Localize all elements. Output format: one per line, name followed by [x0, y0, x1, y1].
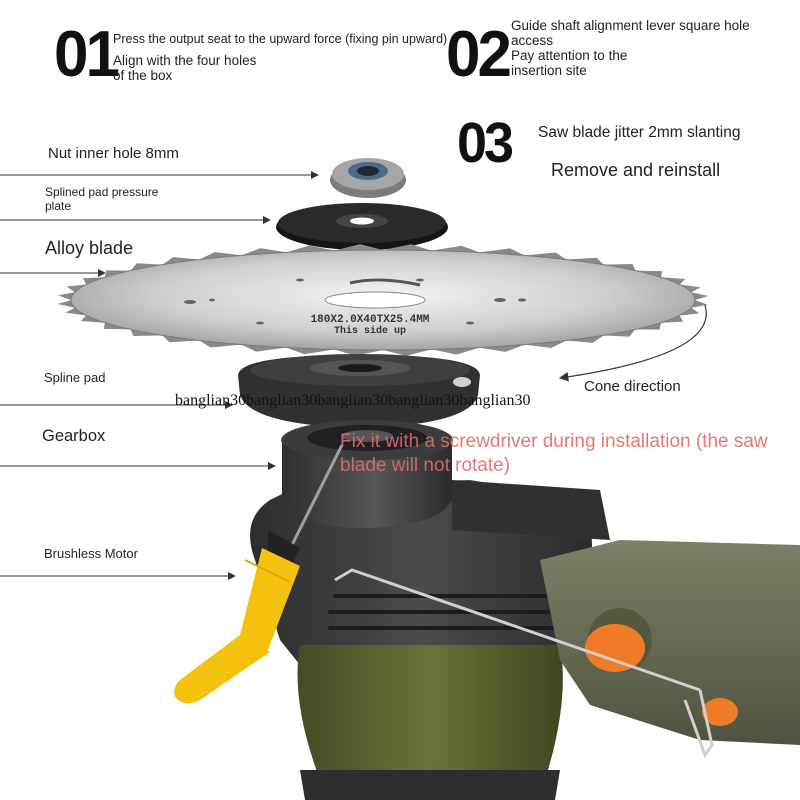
watermark-text: banglian30banglian30banglian30banglian30… — [175, 392, 531, 409]
step-3-line-1: Saw blade jitter 2mm slanting — [538, 124, 741, 141]
step-2-line-2: access — [511, 33, 554, 48]
step-1-line-2: Align with the four holes — [113, 53, 257, 68]
step-1-line-1: Press the output seat to the upward forc… — [113, 32, 448, 46]
spline-pad-label: Spline pad — [44, 370, 106, 385]
step-3-number: 03 — [457, 111, 514, 175]
step-3-line-2: Remove and reinstall — [551, 160, 721, 180]
pressure-plate-part — [276, 203, 448, 250]
step-2-line-1: Guide shaft alignment lever square hole — [511, 18, 750, 33]
step-2-number: 02 — [446, 18, 512, 91]
blade-label: Alloy blade — [45, 238, 134, 258]
blade-size-marking: 180X2.0X40TX25.4MM — [311, 314, 430, 326]
step-2-text: Guide shaft alignment lever square hole … — [511, 18, 796, 78]
nut-label: Nut inner hole 8mm — [48, 145, 179, 162]
step-1-line-3: of the box — [113, 68, 173, 83]
motor-label: Brushless Motor — [44, 546, 138, 561]
spline-pad-part — [238, 354, 480, 428]
gearbox-part — [281, 420, 610, 540]
orange-button-icon — [585, 624, 645, 672]
guide-rod-part — [334, 568, 714, 759]
install-note: Fix it with a screwdriver during install… — [340, 431, 768, 476]
step-1-number: 01 — [54, 18, 120, 91]
pressure-plate-label: Splined pad pressure plate — [45, 185, 159, 213]
saw-blade-part: 180X2.0X40TX25.4MM This side up — [57, 244, 709, 356]
step-1-text: Press the output seat to the upward forc… — [113, 32, 458, 83]
cone-direction-arrow — [558, 304, 707, 382]
blade-side-marking: This side up — [334, 325, 406, 337]
gearbox-label: Gearbox — [42, 427, 106, 445]
step-2-line-4: insertion site — [511, 63, 587, 78]
screwdriver-icon — [174, 444, 344, 704]
leader-lines — [0, 171, 319, 580]
step-2-line-3: Pay attention to the — [511, 48, 628, 63]
cone-direction-label: Cone direction — [584, 378, 681, 395]
handle-part — [540, 540, 800, 745]
nut-part — [330, 158, 406, 198]
